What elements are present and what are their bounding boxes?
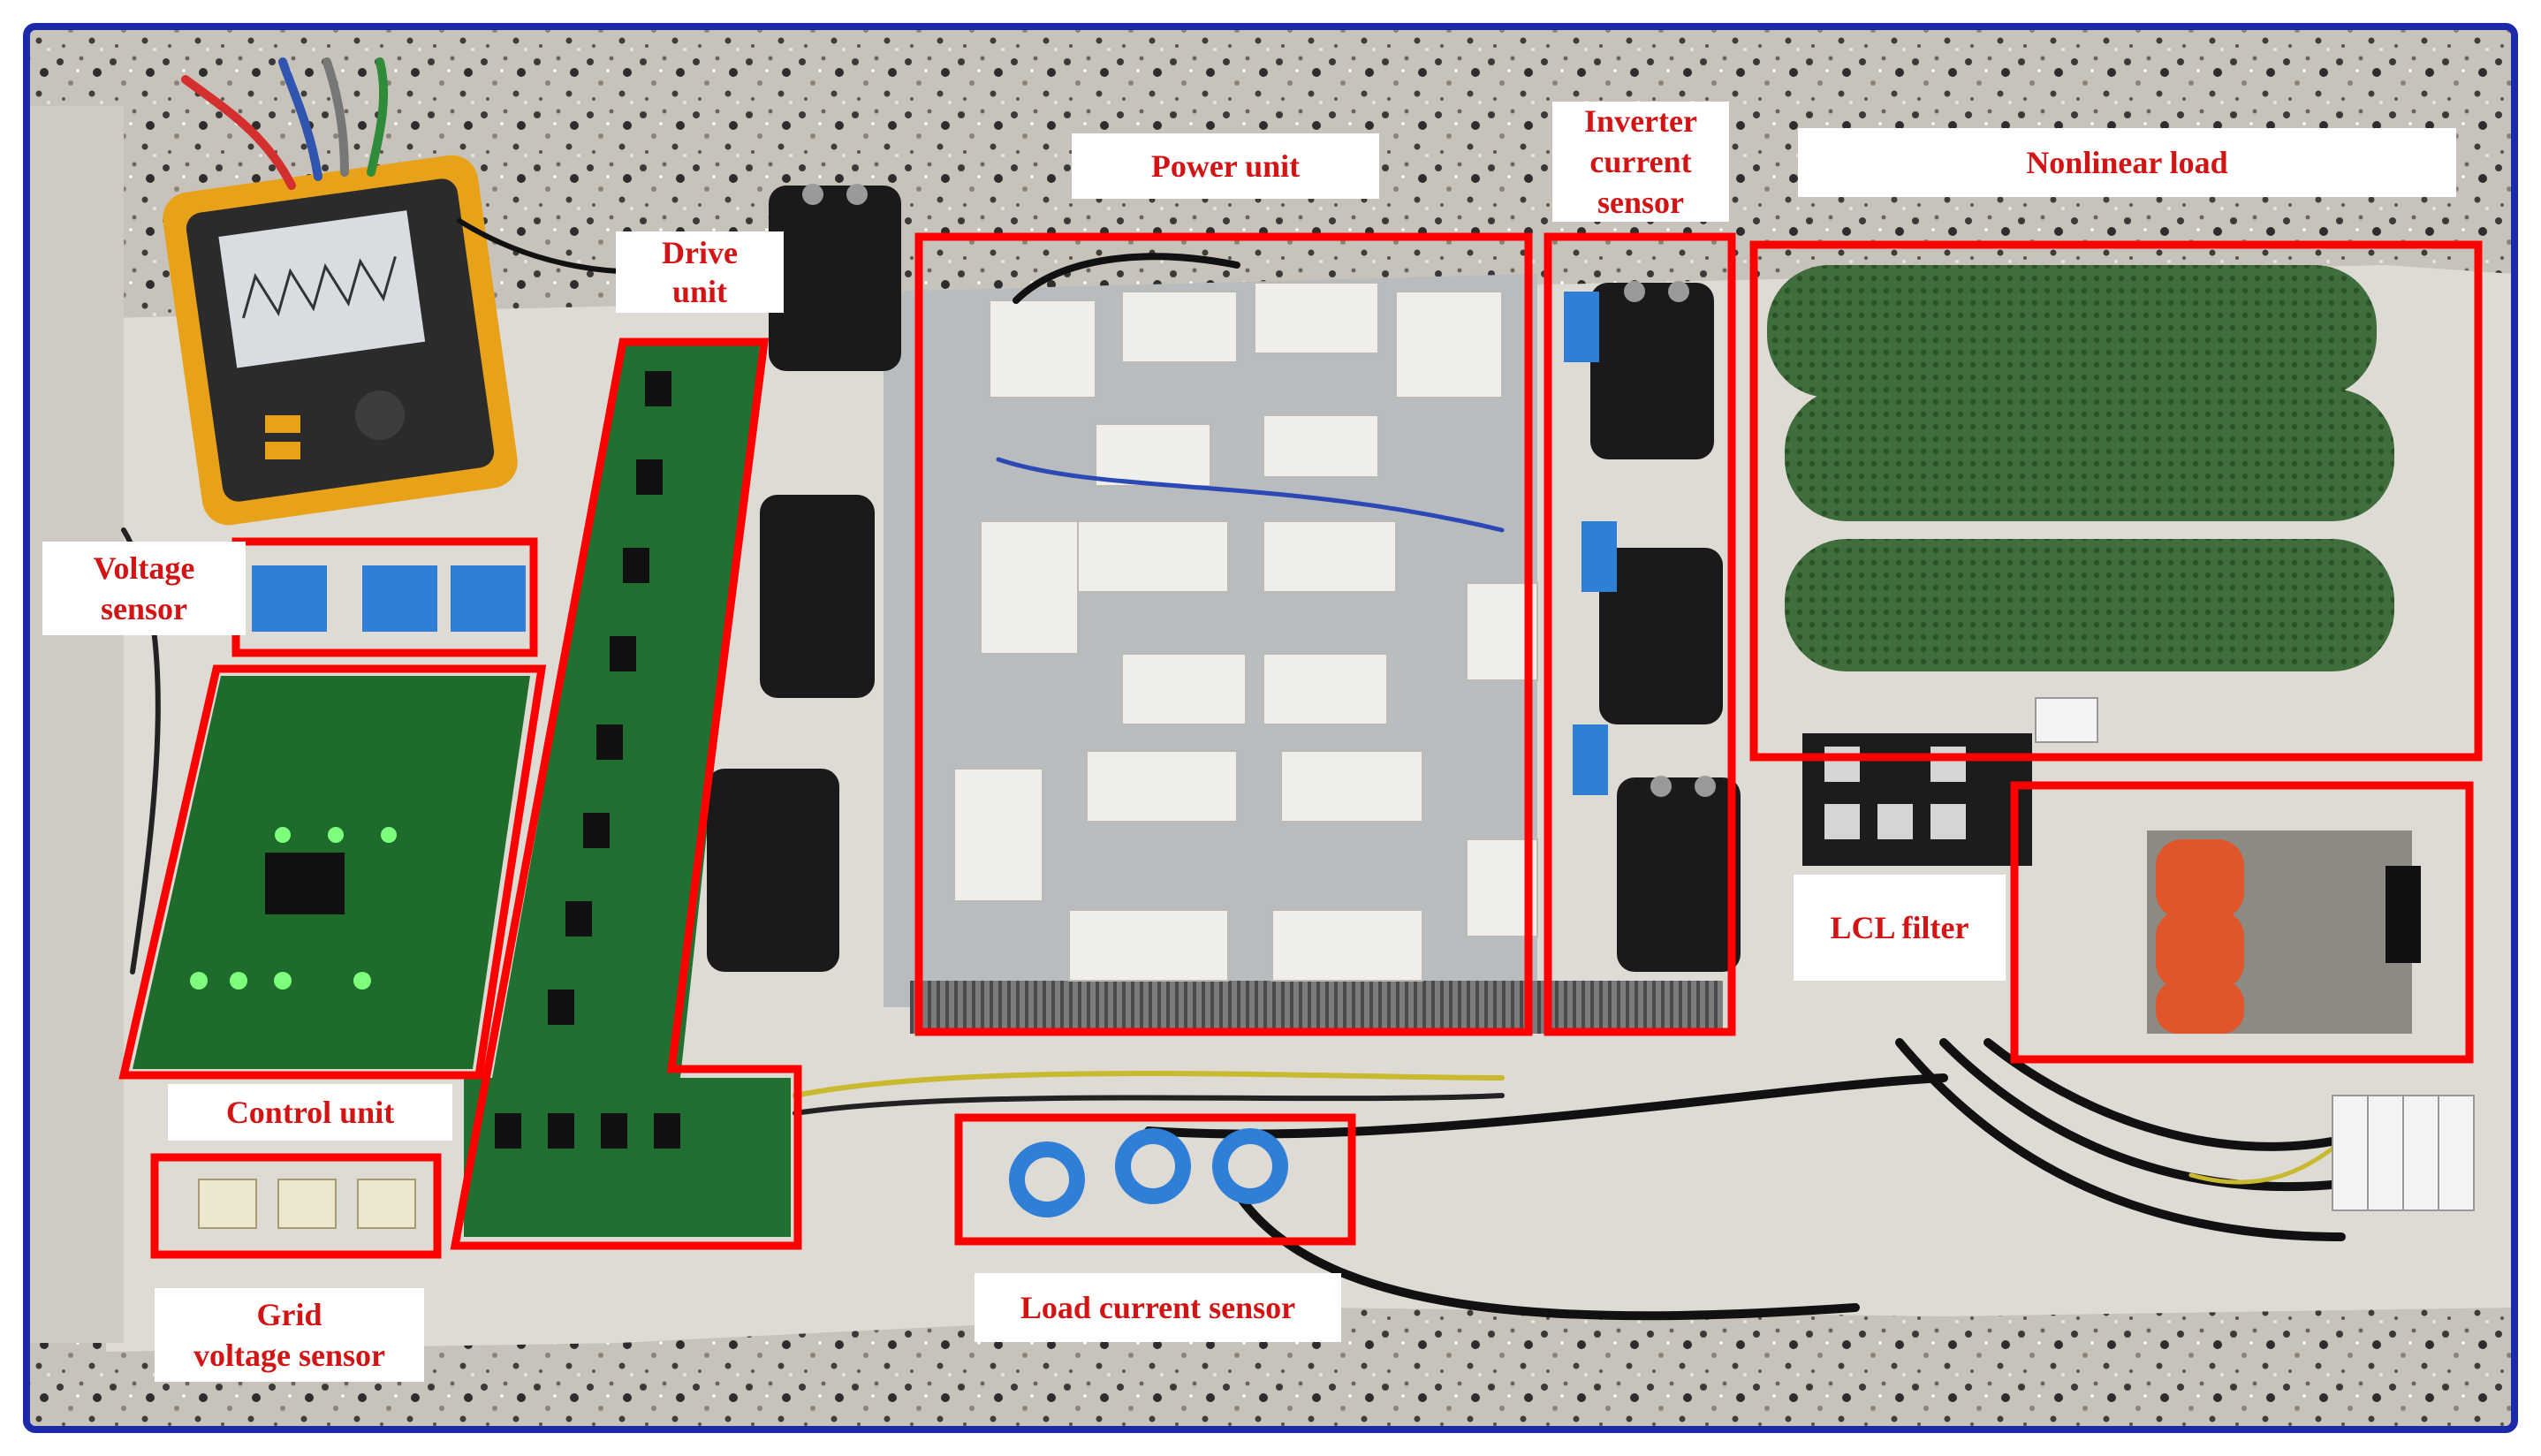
label-voltage-sensor: Voltage sensor bbox=[42, 542, 246, 635]
inverter-current-sensor-box bbox=[1544, 232, 1736, 1036]
probe-leads bbox=[181, 57, 389, 190]
wiring-harness bbox=[121, 218, 2346, 1321]
label-inverter-current-sensor: Inverter current sensor bbox=[1552, 102, 1729, 222]
voltage-sensor-modules bbox=[252, 565, 526, 632]
igbt-modules bbox=[953, 282, 1538, 982]
highlight-boxes bbox=[118, 232, 2483, 1259]
label-drive-unit: Drive unit bbox=[616, 231, 784, 313]
control-chip bbox=[265, 853, 345, 914]
label-power-unit: Power unit bbox=[1072, 133, 1379, 199]
power-unit-box bbox=[914, 232, 1533, 1036]
circuit-breakers bbox=[2035, 697, 2475, 1211]
control-unit-box bbox=[118, 664, 547, 1080]
nonlinear-load-box bbox=[1749, 240, 2483, 762]
oscilloscope bbox=[163, 155, 518, 526]
label-nonlinear-load: Nonlinear load bbox=[1798, 128, 2456, 197]
outer-frame bbox=[23, 23, 2518, 1433]
load-current-sensor-box bbox=[954, 1113, 1356, 1246]
lcl-inductors bbox=[2147, 830, 2421, 1034]
drive-board-lower bbox=[464, 1078, 791, 1237]
capacitor-terminals bbox=[802, 184, 1716, 797]
load-current-sensor-clamps bbox=[1009, 1128, 1288, 1217]
drive-board-components bbox=[495, 371, 680, 1149]
inverter-current-sensor-clamps bbox=[1564, 292, 1617, 795]
label-control-unit: Control unit bbox=[168, 1084, 452, 1141]
label-grid-voltage-sensor: Grid voltage sensor bbox=[155, 1288, 424, 1382]
drive-board bbox=[464, 345, 760, 1237]
heatsink bbox=[910, 981, 1723, 1034]
grid-voltage-sensor-box bbox=[150, 1153, 442, 1259]
control-board-leds bbox=[190, 827, 397, 990]
power-resistors bbox=[1767, 265, 2394, 671]
label-lcl-filter: LCL filter bbox=[1794, 875, 2006, 981]
grid-voltage-sensor-modules bbox=[198, 1179, 416, 1229]
left-wall-panel bbox=[27, 106, 124, 1343]
dc-capacitors bbox=[707, 186, 1741, 972]
drive-unit-box bbox=[450, 337, 802, 1250]
label-load-current-sensor: Load current sensor bbox=[975, 1273, 1341, 1342]
lcl-filter-box bbox=[2010, 781, 2474, 1064]
